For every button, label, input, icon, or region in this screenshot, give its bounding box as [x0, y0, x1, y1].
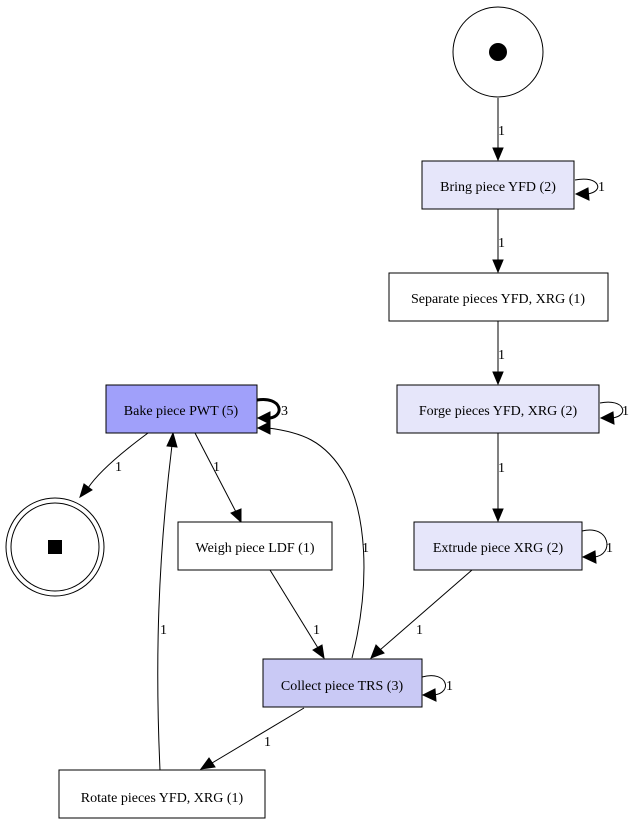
- activity-node-rotate[interactable]: Rotate pieces YFD, XRG (1): [58, 769, 266, 819]
- edge-start-to-bring: 1: [492, 98, 505, 162]
- edge-collect-self-loop: 1: [421, 675, 453, 702]
- activity-node-bake[interactable]: Bake piece PWT (5): [105, 384, 258, 434]
- edge-forge-self-loop: 1: [599, 401, 629, 425]
- activity-node-separate[interactable]: Separate pieces YFD, XRG (1): [388, 272, 609, 322]
- edge-label: 1: [362, 541, 369, 556]
- end-node[interactable]: [5, 497, 105, 597]
- edge-label: 1: [416, 623, 423, 638]
- node-label: Forge pieces YFD, XRG (2): [419, 404, 578, 419]
- node-label: Bring piece YFD (2): [440, 180, 556, 195]
- edge-weigh-to-collect: 1: [269, 569, 325, 660]
- edge-forge-to-extrude: 1: [492, 433, 505, 523]
- edge-separate-to-forge: 1: [492, 321, 505, 386]
- start-node[interactable]: [452, 6, 544, 98]
- edge-extrude-to-collect: 1: [370, 569, 473, 659]
- edge-label: 1: [313, 623, 320, 638]
- edge-bake-to-weigh: 1: [194, 432, 242, 524]
- edge-collect-to-bake: 1: [256, 421, 369, 659]
- edge-label: 1: [598, 180, 605, 195]
- node-label: Weigh piece LDF (1): [196, 541, 315, 556]
- activity-node-weigh[interactable]: Weigh piece LDF (1): [177, 521, 333, 571]
- edge-label: 1: [606, 541, 613, 556]
- edge-bake-to-end: 1: [79, 432, 149, 499]
- edge-label: 1: [446, 679, 453, 694]
- edge-label: 3: [281, 404, 288, 419]
- node-label: Collect piece TRS (3): [281, 679, 404, 694]
- edge-label: 1: [622, 404, 629, 419]
- activity-node-bring[interactable]: Bring piece YFD (2): [421, 160, 575, 210]
- edge-rotate-to-bake: 1: [157, 431, 178, 771]
- edge-extrude-self-loop: 1: [581, 529, 613, 564]
- edge-collect-to-rotate: 1: [199, 707, 305, 770]
- edge-label: 1: [115, 460, 122, 475]
- edge-label: 1: [264, 735, 271, 750]
- edge-label: 1: [160, 623, 167, 638]
- edge-bring-to-separate: 1: [492, 209, 505, 274]
- node-label: Rotate pieces YFD, XRG (1): [81, 791, 244, 806]
- edge-label: 1: [498, 124, 505, 139]
- edge-label: 1: [498, 236, 505, 251]
- node-label: Separate pieces YFD, XRG (1): [411, 292, 585, 307]
- filled-circle-icon: [489, 43, 507, 61]
- edge-bake-self-loop: 3: [256, 398, 288, 425]
- activity-node-collect[interactable]: Collect piece TRS (3): [262, 658, 423, 708]
- edge-label: 1: [498, 348, 505, 363]
- node-label: Extrude piece XRG (2): [433, 541, 564, 556]
- edge-label: 1: [498, 461, 505, 476]
- edge-label: 1: [213, 460, 220, 475]
- edge-bring-self-loop: 1: [574, 178, 605, 201]
- activity-node-forge[interactable]: Forge pieces YFD, XRG (2): [396, 384, 600, 434]
- node-label: Bake piece PWT (5): [124, 404, 239, 419]
- filled-square-icon: [48, 540, 62, 554]
- activity-node-extrude[interactable]: Extrude piece XRG (2): [413, 521, 583, 571]
